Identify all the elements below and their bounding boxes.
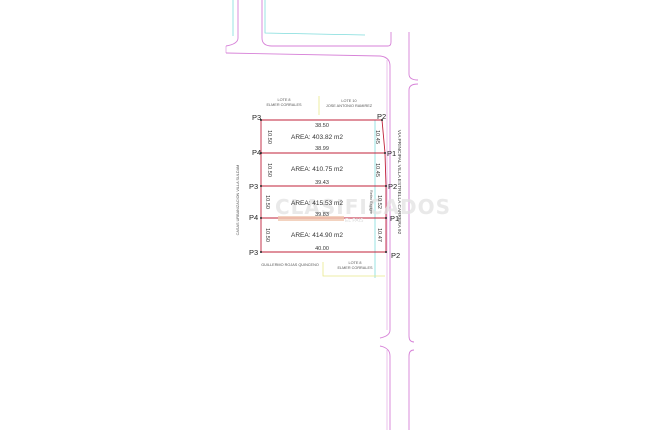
- svg-text:P1: P1: [387, 149, 396, 158]
- left-side-label: CASAS URBANIZACION VILLA SULDAM: [236, 165, 240, 236]
- svg-text:GUILLERMO ROJAS QUINCENO: GUILLERMO ROJAS QUINCENO: [261, 263, 319, 267]
- svg-text:LOTE 8: LOTE 8: [348, 261, 361, 265]
- svg-text:10.52: 10.52: [376, 195, 382, 209]
- svg-text:P3: P3: [249, 248, 258, 257]
- svg-text:AREA: 414.90 m2: AREA: 414.90 m2: [291, 232, 343, 239]
- svg-text:10.50: 10.50: [266, 163, 272, 177]
- svg-text:P2: P2: [391, 251, 400, 260]
- point-labels-right: P2 P1 P2 P1 P2: [377, 112, 400, 260]
- right-side-dimensions: 10.45 10.45 10.52 10.47: [374, 130, 382, 242]
- svg-text:AREA: 403.82 m2: AREA: 403.82 m2: [291, 134, 343, 141]
- svg-text:10.47: 10.47: [376, 228, 382, 242]
- point-labels-left: P3 P4 P3 P4 P3: [249, 113, 261, 257]
- vertex-markers: [260, 119, 387, 253]
- svg-text:P2: P2: [388, 182, 397, 191]
- left-side-dimensions: 10.50 10.50 10.50 10.50: [264, 130, 272, 242]
- svg-text:P3: P3: [249, 182, 258, 191]
- area-labels: AREA: 403.82 m2 AREA: 410.75 m2 AREA: 41…: [291, 134, 343, 239]
- road-lines: [225, 0, 419, 430]
- svg-text:LOTE 8: LOTE 8: [277, 98, 290, 102]
- svg-text:10.50: 10.50: [264, 228, 270, 242]
- svg-text:10.45: 10.45: [374, 130, 380, 144]
- svg-text:JOSE ANTONIO RAMIREZ: JOSE ANTONIO RAMIREZ: [326, 104, 373, 108]
- svg-text:38.50: 38.50: [315, 123, 329, 129]
- svg-text:10.50: 10.50: [266, 130, 272, 144]
- svg-text:P4: P4: [249, 213, 258, 222]
- svg-text:AREA: 410.75 m2: AREA: 410.75 m2: [291, 166, 343, 173]
- svg-text:LOTE 10: LOTE 10: [341, 99, 356, 103]
- svg-text:P1: P1: [390, 214, 399, 223]
- svg-text:AREA: 415.53 m2: AREA: 415.53 m2: [291, 200, 343, 207]
- neighbor-labels: LOTE 8 ELMER CORRALES LOTE 10 JOSE ANTON…: [261, 98, 373, 270]
- svg-text:ELMER CORRALES: ELMER CORRALES: [337, 266, 372, 270]
- svg-text:38.99: 38.99: [315, 146, 329, 152]
- svg-text:10.50: 10.50: [264, 195, 270, 209]
- svg-text:P3: P3: [252, 113, 261, 122]
- svg-text:40.00: 40.00: [315, 246, 329, 252]
- svg-text:P4: P4: [252, 148, 261, 157]
- svg-text:10.45: 10.45: [374, 163, 380, 177]
- svg-text:EL PAIS: EL PAIS: [345, 218, 364, 224]
- setback-label: Retiro Espigre: [369, 190, 373, 214]
- svg-text:39.83: 39.83: [315, 212, 329, 218]
- svg-text:P2: P2: [377, 112, 386, 121]
- width-dimensions: 38.50 38.99 39.43 39.83 40.00: [315, 123, 329, 252]
- neighbor-lines: [318, 96, 385, 277]
- svg-text:CLASIFICADOS: CLASIFICADOS: [275, 195, 451, 219]
- watermark: CLASIFICADOS EL PAIS: [275, 195, 451, 224]
- main-road-label: VIA PRINCIPAL VILLA ESTRELLA CARRERA 92: [396, 130, 402, 235]
- svg-text:39.43: 39.43: [315, 180, 329, 186]
- svg-text:ELMER CORRALES: ELMER CORRALES: [266, 103, 301, 107]
